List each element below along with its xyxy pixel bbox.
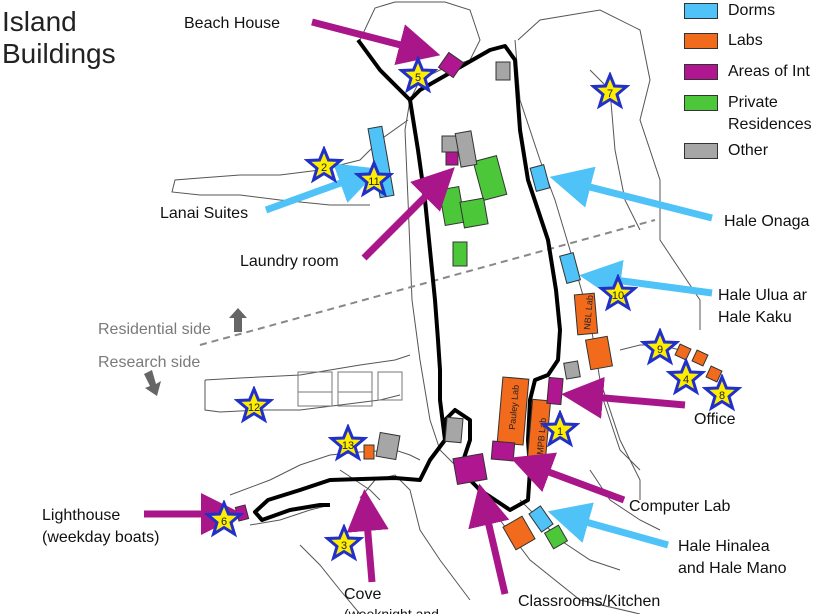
star-marker-11: 11 [356, 161, 392, 196]
side-divider [199, 219, 656, 346]
cove-sub-label: (weeknight and [344, 606, 439, 614]
office-label: Office [694, 411, 736, 428]
star-marker-9: 9 [642, 329, 678, 364]
computer-lab-building [490, 440, 516, 462]
hale-hinalea-building [528, 505, 554, 533]
hale-onaga-building [529, 163, 551, 193]
lab-building-east-2 [691, 349, 709, 367]
star-number: 5 [415, 72, 421, 84]
star-number: 10 [612, 290, 624, 302]
lab-building-east-3 [705, 365, 723, 383]
star-number: 12 [248, 402, 260, 414]
star-marker-2: 2 [306, 147, 342, 182]
main-road [253, 38, 562, 522]
legend-label-labs: Labs [728, 32, 763, 49]
research-down-arrow [144, 370, 161, 396]
hale-ulua-building [559, 252, 581, 284]
star-number: 9 [657, 344, 663, 356]
classrooms-arrow [468, 483, 510, 595]
star-marker-5: 5 [400, 57, 436, 92]
lab-building-small [584, 335, 614, 371]
beach-house-label: Beach House [184, 15, 281, 32]
lanai-arrow [264, 163, 380, 214]
residential-side-label: Residential side [98, 321, 211, 338]
lab-building-east-1 [674, 343, 692, 361]
building-text: Pauley Lab MPB Lab NBL Lab [507, 295, 595, 455]
star-marker-4: 4 [668, 359, 704, 394]
research-side-label: Research side [98, 354, 201, 371]
star-marker-7: 7 [592, 73, 628, 108]
classrooms-building [452, 453, 488, 485]
legend-swatch-labs [684, 33, 718, 49]
title-line-2: Buildings [2, 38, 116, 69]
legend-label-private-residences: Private Residences [728, 94, 812, 133]
legend-item-private-residences: Private Residences [684, 92, 812, 136]
legend-swatch-areas-of-interest [684, 64, 718, 80]
residence-buildings [438, 154, 569, 550]
nbl-lab-label: NBL Lab [582, 295, 595, 330]
star-marker-6: 6 [206, 501, 242, 536]
star-number: 1 [557, 426, 563, 438]
side-arrows [144, 308, 247, 396]
office-building [546, 376, 564, 406]
research-structures [297, 371, 403, 407]
legend-swatch-dorms [684, 3, 718, 19]
legend-item-other: Other [684, 140, 768, 162]
computer-lab-arrow [510, 452, 626, 504]
star-marker-1: 1 [542, 411, 578, 446]
star-number: 13 [342, 440, 354, 452]
star-marker-13: 13 [330, 425, 366, 460]
hale-hinalea-label-1: Hale Hinalea [678, 538, 770, 555]
star-number: 11 [368, 176, 379, 188]
hale-ulua-label-2: Hale Kaku [718, 309, 792, 326]
star-number: 2 [321, 162, 327, 174]
beach-house-arrow [311, 18, 441, 66]
lighthouse-label-2: (weekday boats) [42, 529, 160, 546]
beach-house-building [437, 51, 465, 79]
lab-building-south [502, 515, 536, 551]
other-buildings [375, 61, 581, 461]
lighthouse-label-1: Lighthouse [42, 507, 121, 524]
star-marker-12: 12 [236, 387, 272, 422]
legend-swatch-other [684, 143, 718, 159]
onaga-arrow [549, 166, 713, 222]
legend-item-dorms: Dorms [684, 0, 775, 22]
star-marker-3: 3 [326, 525, 362, 560]
lab-building-west [363, 444, 375, 460]
hale-ulua-label-1: Hale Ulua ar [718, 287, 807, 304]
title-line-1: Island [2, 6, 77, 37]
laundry-arrow [361, 167, 455, 261]
office-arrow [561, 376, 686, 419]
legend-label-areas-of-interest: Areas of Int [728, 63, 810, 80]
pauley-lab-label: Pauley Lab [507, 384, 521, 430]
legend-label-other: Other [728, 142, 769, 159]
legend-item-labs: Labs [684, 30, 763, 52]
lanai-suites-label: Lanai Suites [160, 205, 249, 222]
residential-up-arrow [229, 308, 247, 332]
legend-label-dorms: Dorms [728, 2, 776, 19]
cove-arrow [346, 489, 389, 583]
computer-lab-label: Computer Lab [629, 498, 731, 515]
legend-swatch-private-residences [684, 95, 718, 111]
hale-hinalea-label-2: and Hale Mano [678, 560, 787, 577]
interest-buildings [234, 51, 564, 522]
laundry-room-building [445, 150, 459, 166]
star-marker-10: 10 [600, 275, 636, 310]
legend-item-areas-of-interest: Areas of Int [684, 61, 810, 83]
star-number: 7 [607, 88, 613, 100]
star-number: 3 [341, 540, 347, 552]
hinalea-arrow [547, 502, 669, 549]
star-number: 8 [719, 390, 725, 402]
star-marker-8: 8 [704, 375, 740, 410]
map-title: Island Buildings [2, 6, 116, 70]
lab-buildings [363, 292, 723, 551]
star-number: 4 [683, 374, 689, 386]
hale-onaga-label: Hale Onaga [724, 213, 810, 230]
laundry-room-label: Laundry room [240, 253, 339, 270]
cove-label: Cove [344, 586, 382, 603]
classrooms-label: Classrooms/Kitchen [518, 593, 661, 610]
star-number: 6 [221, 516, 227, 528]
